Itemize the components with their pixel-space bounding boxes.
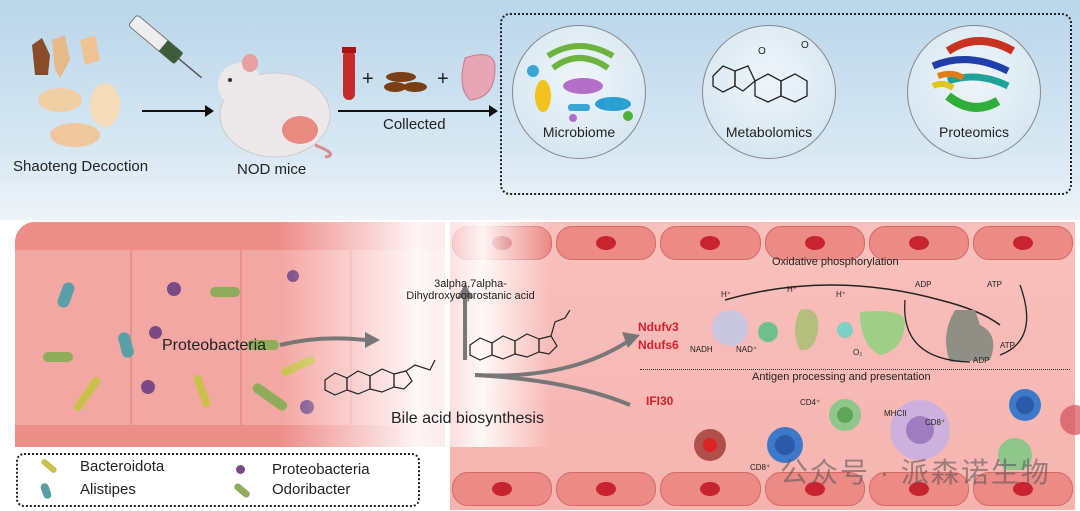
oxphos-title: Oxidative phosphorylation bbox=[772, 256, 899, 268]
atp-label: ATP bbox=[987, 280, 1002, 289]
metabolomics-label: Metabolomics bbox=[725, 124, 813, 140]
gene-ndufs6: Ndufs6 bbox=[638, 338, 679, 352]
odoribacter-icon bbox=[43, 352, 73, 362]
microbiome-circle: Microbiome bbox=[512, 25, 646, 159]
molecule-icon: O O bbox=[712, 40, 809, 103]
feces-icon bbox=[384, 72, 427, 92]
pathway-arrows bbox=[279, 284, 640, 407]
plus-sign: + bbox=[437, 68, 449, 90]
electron-transport-chain bbox=[712, 284, 1028, 363]
proteomics-circle: Proteomics bbox=[907, 25, 1041, 159]
proteobacteria-icon bbox=[236, 465, 245, 474]
bile-acid-structure bbox=[469, 310, 571, 361]
bile-acid-structure bbox=[324, 359, 436, 396]
atp-label: ATP bbox=[1000, 341, 1015, 350]
microbiome-label: Microbiome bbox=[542, 124, 616, 140]
treatment-label: Shaoteng Decoction bbox=[13, 158, 149, 175]
h-label: H⁺ bbox=[836, 290, 846, 299]
herb-icon bbox=[32, 35, 120, 147]
proteomics-label: Proteomics bbox=[938, 124, 1010, 140]
legend-proteobacteria: Proteobacteria bbox=[272, 461, 370, 478]
metabolomics-circle: O O Metabolomics bbox=[702, 25, 836, 159]
mhc-label: MHCII bbox=[884, 409, 907, 418]
immune-cells bbox=[694, 389, 1080, 470]
collected-label: Collected bbox=[383, 116, 446, 133]
treatment-arrow bbox=[142, 105, 214, 117]
adp-label: ADP bbox=[915, 280, 932, 289]
model-label: NOD mice bbox=[237, 161, 307, 178]
gene-ifi30: IFI30 bbox=[646, 394, 674, 408]
plus-sign: + bbox=[362, 68, 374, 90]
o2-label: O₂ bbox=[853, 348, 863, 357]
cd8-label: CD8⁺ bbox=[925, 418, 946, 427]
bacteroidota-icon bbox=[40, 457, 58, 475]
legend-bacteroidota: Bacteroidota bbox=[80, 458, 165, 475]
tissue-icon bbox=[461, 54, 496, 101]
section-divider bbox=[640, 369, 1070, 370]
vessel-panel bbox=[450, 222, 1075, 510]
h-label: H⁺ bbox=[721, 290, 731, 299]
legend-odoribacter: Odoribacter bbox=[272, 481, 351, 498]
collected-arrow bbox=[338, 105, 498, 117]
alistipes-icon bbox=[116, 330, 136, 360]
nad-label: NAD⁺ bbox=[736, 345, 758, 354]
bacteroidota-icon bbox=[192, 373, 212, 409]
syringe-icon bbox=[128, 15, 203, 79]
watermark: 公众号 · 派森诺生物 bbox=[780, 457, 1051, 488]
antigen-title: Antigen processing and presentation bbox=[752, 371, 931, 383]
cd8-label: CD8⁺ bbox=[750, 463, 771, 472]
bacteroidota-icon bbox=[72, 375, 102, 413]
alistipes-icon bbox=[39, 482, 53, 500]
gene-ndufv3: Ndufv3 bbox=[638, 320, 679, 334]
protein-icon bbox=[931, 37, 1015, 112]
microbe-icon bbox=[527, 43, 633, 122]
proteobacteria-label: Proteobacteria bbox=[162, 337, 267, 354]
proteobacteria-icon bbox=[141, 380, 155, 394]
svg-text:O: O bbox=[758, 46, 766, 57]
nadh-label: NADH bbox=[690, 345, 713, 354]
legend-alistipes: Alistipes bbox=[80, 481, 136, 498]
h-label: H⁺ bbox=[787, 285, 797, 294]
metabolite-label: 3alpha,7alpha- Dihydroxycoprostanic acid bbox=[406, 278, 535, 302]
omics-panel: Microbiome O O Metabolomics Proteomics bbox=[500, 13, 1072, 195]
mouse-icon bbox=[218, 54, 333, 159]
cd4-label: CD4⁺ bbox=[800, 398, 821, 407]
odoribacter-icon bbox=[247, 340, 279, 350]
alistipes-icon bbox=[55, 280, 77, 310]
blood-tube-icon bbox=[342, 47, 356, 100]
adp-label: ADP bbox=[973, 356, 990, 365]
legend: Bacteroidota Proteobacteria Alistipes Od… bbox=[16, 453, 420, 507]
proteobacteria-icon bbox=[149, 326, 162, 339]
odoribacter-icon bbox=[232, 482, 252, 499]
pathway-label: Bile acid biosynthesis bbox=[391, 410, 544, 427]
odoribacter-icon bbox=[210, 287, 240, 297]
proteobacteria-icon bbox=[167, 282, 181, 296]
svg-text:O: O bbox=[801, 40, 809, 51]
